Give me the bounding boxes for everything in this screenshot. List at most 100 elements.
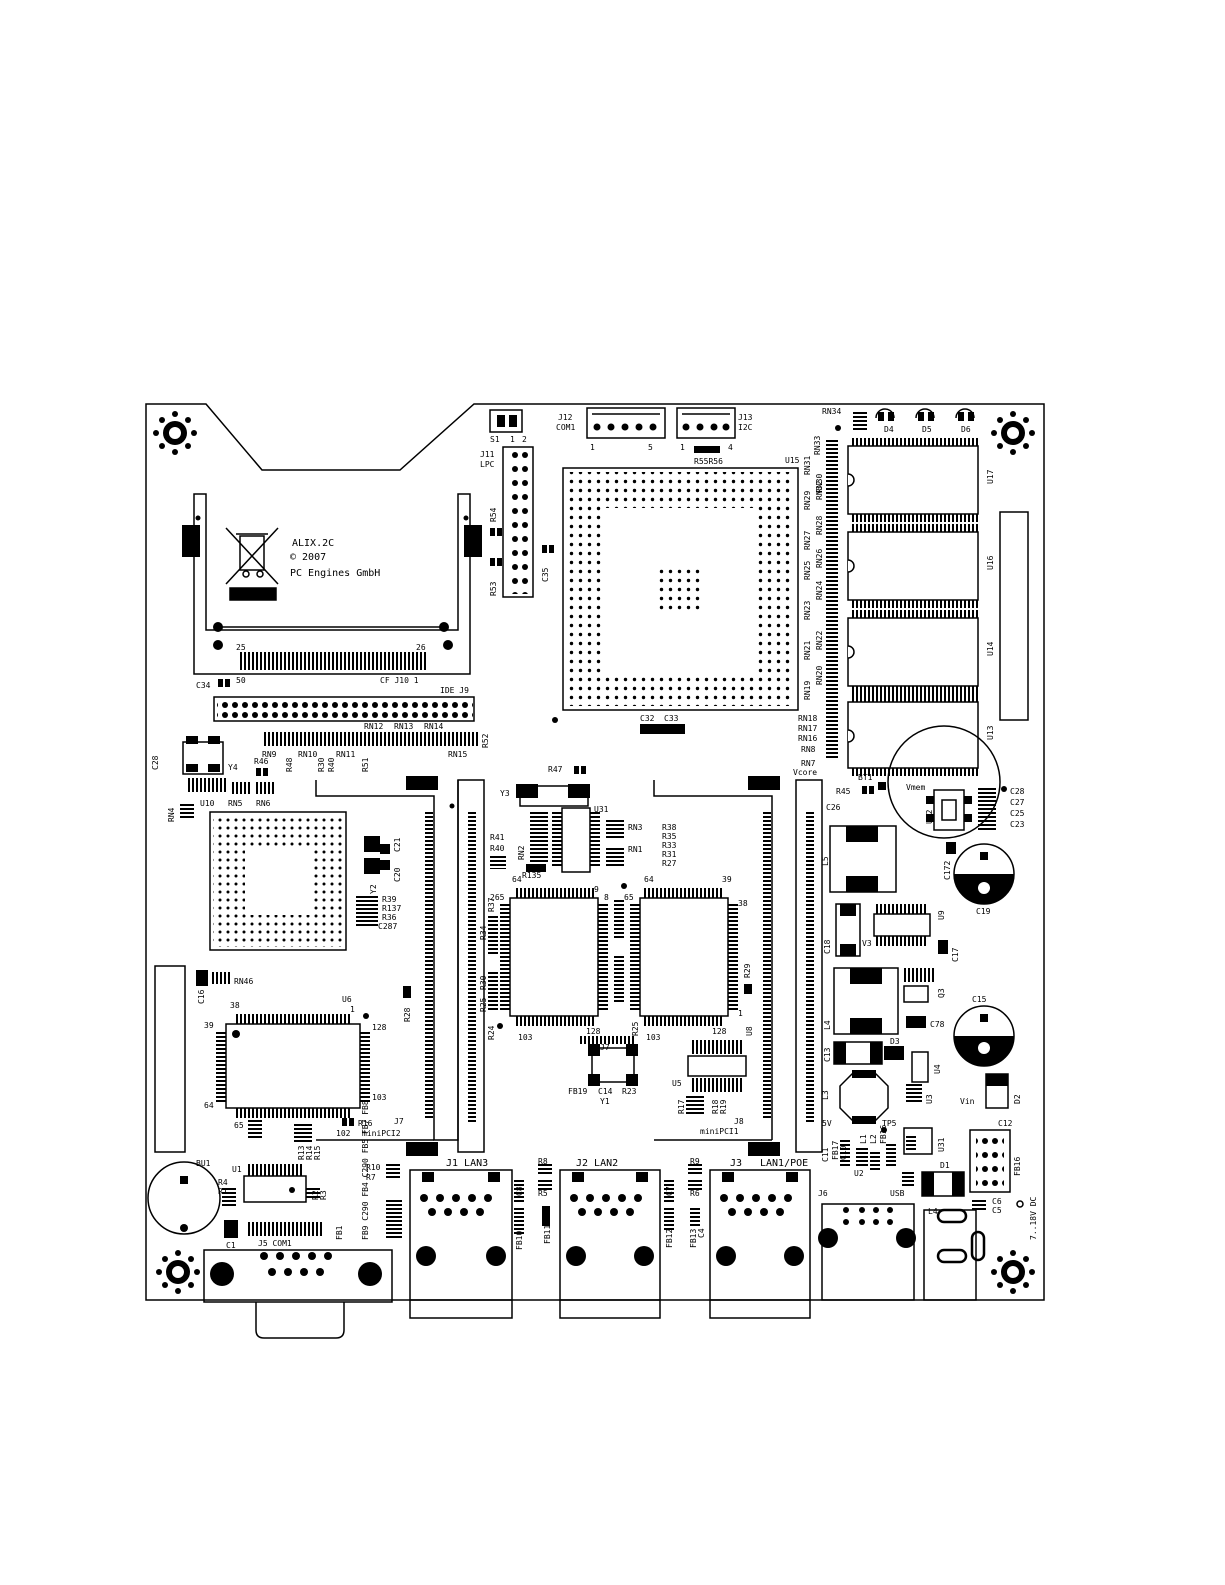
- j2-label: J2 LAN2: [576, 1158, 618, 1169]
- l1-label: L1: [859, 1134, 868, 1144]
- d6-label: D6: [961, 425, 971, 434]
- cpu-bga-u15: U15: [562, 456, 800, 711]
- r40-label: R40: [490, 844, 505, 853]
- ide-label: IDE J9: [440, 686, 469, 695]
- u13-label: U13: [986, 725, 995, 740]
- resistor-r54: R54: [489, 507, 502, 536]
- lan-left-p9-label: 9: [594, 885, 599, 894]
- l4-label: L4: [823, 1020, 832, 1030]
- j6-label: J6: [818, 1189, 828, 1198]
- soic-u31: U31: [552, 805, 609, 873]
- r19-label: R19: [719, 1099, 728, 1114]
- u5-ic: U5 R17 R18 R19: [672, 1040, 747, 1114]
- c23-c28-stack: C28 C27 C25 C23: [978, 786, 1025, 830]
- j13-pin1-label: 1: [680, 443, 685, 452]
- j13-label: J13: [738, 413, 753, 422]
- r53-label: R53: [489, 581, 498, 596]
- u6-label: U6: [342, 995, 352, 1004]
- cf-slot-details: 25 26 50 CF J10 1: [182, 515, 482, 685]
- j12-pin5-label: 5: [648, 443, 653, 452]
- rn12-label: RN12: [364, 722, 383, 731]
- rn1-rn3: RN3 RN1: [606, 818, 643, 868]
- rn2-label: RN2: [517, 845, 526, 860]
- l3-label: L3: [821, 1090, 830, 1100]
- rn29-label: RN29: [803, 491, 812, 510]
- rn3-label: RN3: [628, 823, 643, 832]
- rn22-label: RN22: [815, 631, 824, 650]
- d2-label: D2: [1013, 1094, 1022, 1104]
- rn13-label: RN13: [394, 722, 413, 731]
- rn32-label: RN32: [815, 481, 824, 500]
- r55r56-label: R55R56: [694, 457, 723, 466]
- mounting-hole-top-left: [153, 411, 197, 455]
- switch-s1: S1 1 2: [489, 409, 527, 444]
- j12-sub-label: COM1: [556, 423, 575, 432]
- r54-label: R54: [489, 507, 498, 522]
- mounting-hole-top-right: [991, 411, 1035, 455]
- c172-capacitor: C172: [943, 842, 956, 880]
- r30-mid-label: R30: [479, 975, 488, 990]
- lan-right-p38-label: 38: [738, 899, 748, 908]
- lan-right-p39-label: 39: [722, 875, 732, 884]
- fb13-label: FB13: [689, 1229, 698, 1248]
- u31-label: U31: [594, 805, 609, 814]
- fiducial-mark: [552, 717, 558, 723]
- r2-label: R2: [311, 1190, 320, 1200]
- rn20-label: RN20: [815, 666, 824, 685]
- j12-pin1-label: 1: [590, 443, 595, 452]
- lan-jack-j3: J3 LAN1/POE: [709, 1158, 811, 1319]
- c12-fb16-header: C12 FB16: [969, 1119, 1022, 1193]
- tp5-label: TP5: [882, 1119, 897, 1128]
- d2-diode: D2 Vin: [960, 1073, 1022, 1109]
- resistor-r53: R53: [489, 558, 502, 596]
- fb19-label: FB19: [568, 1087, 587, 1096]
- r24-label: R24: [487, 1025, 496, 1040]
- bt1-label: BT1: [858, 773, 873, 782]
- c19-label: C19: [976, 907, 991, 916]
- rn23-label: RN23: [803, 601, 812, 620]
- fb-stack-label: FB9 C290 FB4 C290 FB5 FB7 FB8: [361, 1100, 370, 1240]
- c34-label: C34: [196, 681, 211, 690]
- ide-header-j9: IDE J9: [213, 686, 475, 722]
- r5-label: R5: [538, 1189, 548, 1198]
- c4-label: C4: [697, 1228, 706, 1238]
- capacitor-c35: C35: [541, 545, 554, 582]
- r3-label: R3: [319, 1190, 328, 1200]
- c13-label: C13: [823, 1047, 832, 1062]
- vin-label: Vin: [960, 1097, 975, 1106]
- c21-label: C21: [393, 837, 402, 852]
- rn7-label: RN7: [801, 759, 816, 768]
- c14-label: C14: [598, 1087, 613, 1096]
- rn15-label: RN15: [448, 750, 467, 759]
- u6-p65-label: 65: [234, 1121, 244, 1130]
- c11-label: C11: [821, 1147, 830, 1162]
- r41-label: R41: [490, 833, 505, 842]
- lan-jack-side-parts: C8 FB10 R8 R5 FB11 C7 FB12 R9 R6 FB13 C4…: [361, 1100, 706, 1250]
- r33-label: R33: [662, 841, 677, 850]
- rn26-label: RN26: [815, 549, 824, 568]
- vcore-label: Vcore: [793, 768, 817, 777]
- fb12-label: FB12: [665, 1229, 674, 1248]
- r10-label: R10: [366, 1163, 381, 1172]
- u6-p103-label: 103: [372, 1093, 387, 1102]
- minipci1-label: miniPCI1: [700, 1127, 739, 1136]
- l2-label: L2: [869, 1134, 878, 1144]
- tp5-testpoint: TP5: [881, 1119, 897, 1133]
- vmem-label: Vmem: [906, 783, 925, 792]
- cf-pin25-label: 25: [236, 643, 246, 652]
- y3-label: Y3: [500, 789, 510, 798]
- r1-label: R1: [218, 1187, 228, 1196]
- r48-label: R48: [285, 757, 294, 772]
- u4-u3-regs: U4 U3: [906, 1051, 942, 1104]
- fb16-label: FB16: [879, 1125, 888, 1144]
- r30-label: R30: [317, 757, 326, 772]
- cf-pin50-label: 50: [236, 676, 246, 685]
- r16-label: R16: [358, 1119, 373, 1128]
- dram-u17: U17: [847, 438, 995, 522]
- serial-db9-j5: J5 COM1 C1: [203, 1220, 393, 1339]
- r51-label: R51: [361, 757, 370, 772]
- mounting-hole-bottom-right: [991, 1250, 1035, 1294]
- d1-label: D1: [940, 1161, 950, 1170]
- weee-bin-icon: [225, 527, 279, 601]
